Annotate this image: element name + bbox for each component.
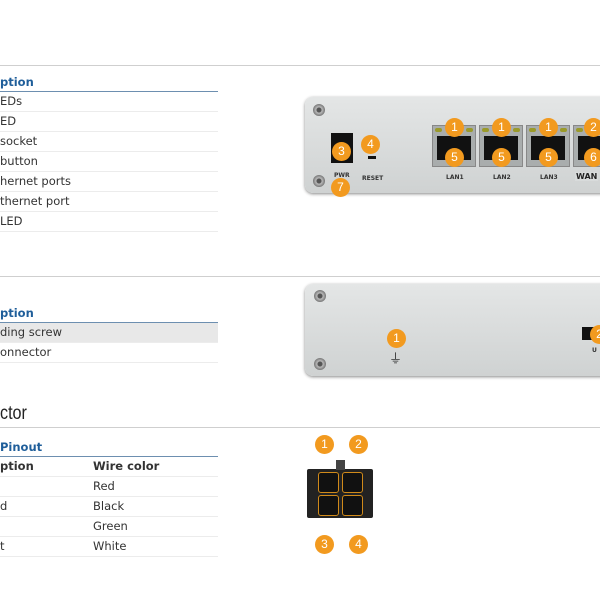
table-row: t White: [0, 537, 218, 557]
divider: [0, 276, 600, 277]
callout-badge: 4: [349, 535, 368, 554]
screw-icon: [313, 175, 325, 187]
callout-badge: 1: [445, 118, 464, 137]
pin-4: [342, 495, 363, 516]
lan1-label: LAN1: [446, 174, 464, 181]
screw-icon: [313, 104, 325, 116]
callout-badge: 4: [361, 135, 380, 154]
table-caption: ption: [0, 73, 218, 92]
cell-wire-color: White: [93, 539, 127, 553]
table-row: ED: [0, 112, 218, 132]
table-row: Red: [0, 477, 218, 497]
header-wire-color: Wire color: [93, 459, 160, 473]
table-row: EDs: [0, 92, 218, 112]
back-panel-image: [305, 284, 600, 376]
callout-badge: 1: [539, 118, 558, 137]
screw-icon: [314, 358, 326, 370]
pin-2: [342, 472, 363, 493]
section-heading: ctor: [0, 403, 27, 424]
table-row: LED: [0, 212, 218, 232]
cell-wire-color: Black: [93, 499, 125, 513]
callout-badge: 7: [331, 178, 350, 197]
callout-badge: 5: [492, 148, 511, 167]
table-row: Green: [0, 517, 218, 537]
callout-badge: 3: [332, 142, 351, 161]
table-row: onnector: [0, 343, 218, 363]
callout-badge: 2: [349, 435, 368, 454]
lan2-label: LAN2: [493, 174, 511, 181]
pwr-label: PWR: [334, 172, 350, 179]
callout-badge: 2: [590, 325, 600, 344]
table-row: d Black: [0, 497, 218, 517]
callout-badge: 5: [445, 148, 464, 167]
power-connector-image: [307, 469, 373, 518]
table-row: thernet port: [0, 192, 218, 212]
callout-badge: 5: [539, 148, 558, 167]
reset-button: [368, 156, 376, 159]
pin-3: [318, 495, 339, 516]
divider: [0, 427, 600, 428]
table-row: socket: [0, 132, 218, 152]
table-header: ption Wire color: [0, 457, 218, 477]
cell-description: d: [0, 499, 8, 513]
header-description: ption: [0, 459, 34, 473]
cell-description: t: [0, 539, 5, 553]
table-row: ding screw: [0, 323, 218, 343]
cell-wire-color: Red: [93, 479, 115, 493]
pin-1: [318, 472, 339, 493]
callout-badge: 3: [315, 535, 334, 554]
wan-label: WAN: [575, 172, 599, 181]
callout-badge: 1: [315, 435, 334, 454]
connector-latch: [336, 460, 345, 470]
reset-label: RESET: [362, 175, 384, 182]
table-caption: Pinout: [0, 438, 218, 457]
cell-wire-color: Green: [93, 519, 128, 533]
screw-icon: [314, 290, 326, 302]
ground-icon: ⏚: [389, 352, 403, 367]
port-label: U: [592, 347, 597, 354]
divider: [0, 65, 600, 66]
lan3-label: LAN3: [540, 174, 558, 181]
table-row: button: [0, 152, 218, 172]
callout-badge: 1: [492, 118, 511, 137]
callout-badge: 1: [387, 329, 406, 348]
callout-badge: 6: [584, 148, 600, 167]
table-row: hernet ports: [0, 172, 218, 192]
table-caption: ption: [0, 304, 218, 323]
callout-badge: 2: [584, 118, 600, 137]
